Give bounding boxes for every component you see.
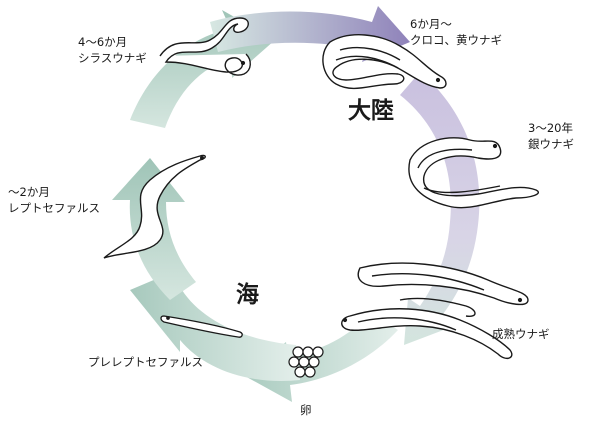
silver-eel-age-label: 3～20年 [528,121,573,135]
yellow-eel-name-label: クロコ、黄ウナギ [410,33,502,47]
yellow-eel-age-label: 6か月～ [410,17,452,31]
preleptocephalus-illustration [160,315,243,338]
glass-eel-age-label: 4～6か月 [78,35,127,49]
preleptocephalus-label: プレレプトセファルス [88,355,203,369]
glass-eel-illustration [159,17,251,76]
silver-eel-name-label: 銀ウナギ [528,137,574,151]
leptocephalus-name-label: レプトセファルス [8,201,100,215]
mature-eel-illustration [341,262,529,360]
yellow-eel-illustration [322,34,447,90]
cycle-arrow-right [400,72,480,345]
leptocephalus-age-label: ～2か月 [8,185,50,199]
zone-label-land: 大陸 [348,98,394,124]
zone-label-sea: 海 [236,281,259,308]
silver-eel-illustration [408,137,539,209]
egg-label: 卵 [300,403,312,417]
glass-eel-name-label: シラスウナギ [78,51,147,65]
egg-cluster-illustration [288,346,324,378]
mature-eel-label: 成熟ウナギ [492,327,550,341]
leptocephalus-illustration [103,154,206,259]
